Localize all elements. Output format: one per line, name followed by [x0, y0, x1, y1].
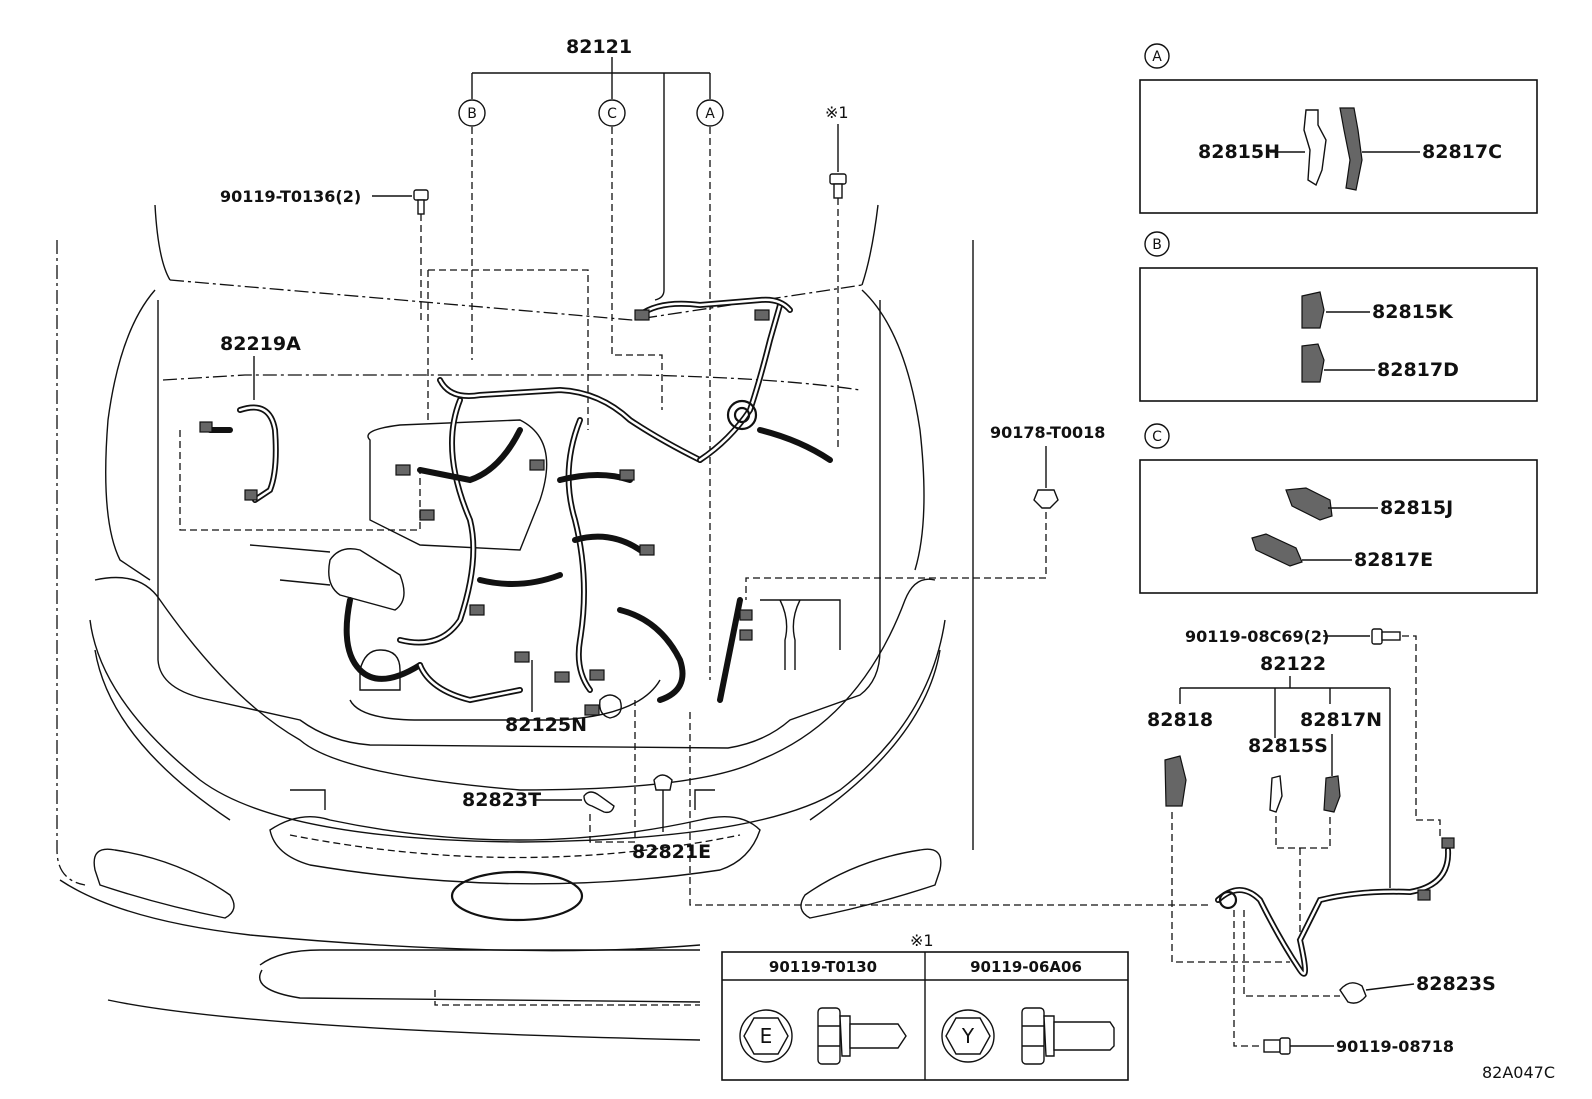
label-82817c: 82817C: [1422, 141, 1502, 163]
label-82817e: 82817E: [1354, 549, 1433, 571]
bolt-icon: [1021, 1007, 1115, 1065]
figure-id: 82A047C: [1482, 1063, 1555, 1082]
label-82121: 82121: [566, 36, 632, 58]
symbol-e: E: [760, 1024, 773, 1048]
nut-icon: [1033, 489, 1059, 509]
label-82821e: 82821E: [632, 841, 711, 863]
label-82815s: 82815S: [1248, 735, 1328, 757]
label-note-mark-table: ※1: [910, 931, 934, 950]
label-bolt-top: 90119-08C69(2): [1185, 627, 1329, 646]
detail-view-a: A 82815H 82817C: [1139, 43, 1538, 214]
vehicle-outline: [56, 204, 974, 1041]
label-82817n: 82817N: [1300, 709, 1382, 731]
bolt-icon: [1371, 628, 1401, 645]
bolt-icon: [817, 1007, 907, 1065]
label-82823t: 82823T: [462, 789, 541, 811]
label-82818: 82818: [1147, 709, 1213, 731]
cap-icon: [583, 791, 615, 814]
label-note-mark-top: ※1: [825, 103, 849, 122]
ref-circle-a: A: [705, 106, 715, 122]
bolt-icon: [829, 173, 847, 199]
clip-icon: [653, 774, 673, 791]
label-82125n: 82125N: [505, 714, 587, 736]
harness-leader-lines: [427, 57, 711, 680]
detail-c-ref: C: [1152, 429, 1162, 445]
label-82815k: 82815K: [1372, 301, 1454, 323]
ref-circle-b: B: [467, 106, 477, 122]
table-header-1: 90119-T0130: [769, 958, 877, 976]
sub-assembly-82122: 90119-08C69(2) 82122 82818 82815S 82817N: [1147, 627, 1496, 1056]
detail-view-b: B 82815K 82817D: [1139, 231, 1538, 402]
detail-a-ref: A: [1152, 49, 1162, 65]
ref-circle-c: C: [607, 106, 617, 122]
label-82815h: 82815H: [1198, 141, 1280, 163]
detail-b-ref: B: [1152, 237, 1162, 253]
cap-icon: [1339, 982, 1367, 1004]
label-82817d: 82817D: [1377, 359, 1459, 381]
bolt-icon: [1263, 1037, 1291, 1055]
label-nut-right: 90178-T0018: [990, 423, 1105, 442]
label-82122: 82122: [1260, 653, 1326, 675]
table-header-2: 90119-06A06: [970, 958, 1082, 976]
label-bolt-bottom: 90119-08718: [1336, 1037, 1454, 1056]
label-82823s: 82823S: [1416, 973, 1496, 995]
main-labels: 82121 90119-T0136(2) ※1 82219A 90178-T00…: [220, 36, 1210, 906]
label-82219a: 82219A: [220, 333, 301, 355]
detail-view-c: C 82815J 82817E: [1139, 423, 1538, 594]
symbol-y: Y: [961, 1024, 975, 1048]
view-ref-circles-top: B C A: [458, 99, 724, 127]
bolt-icon: [413, 189, 429, 215]
label-bolt-left: 90119-T0136(2): [220, 187, 361, 206]
engine-harness-illustration: [179, 296, 841, 721]
bolt-table: ※1 90119-T0130 90119-06A06 E Y: [721, 931, 1129, 1081]
label-82815j: 82815J: [1380, 497, 1453, 519]
